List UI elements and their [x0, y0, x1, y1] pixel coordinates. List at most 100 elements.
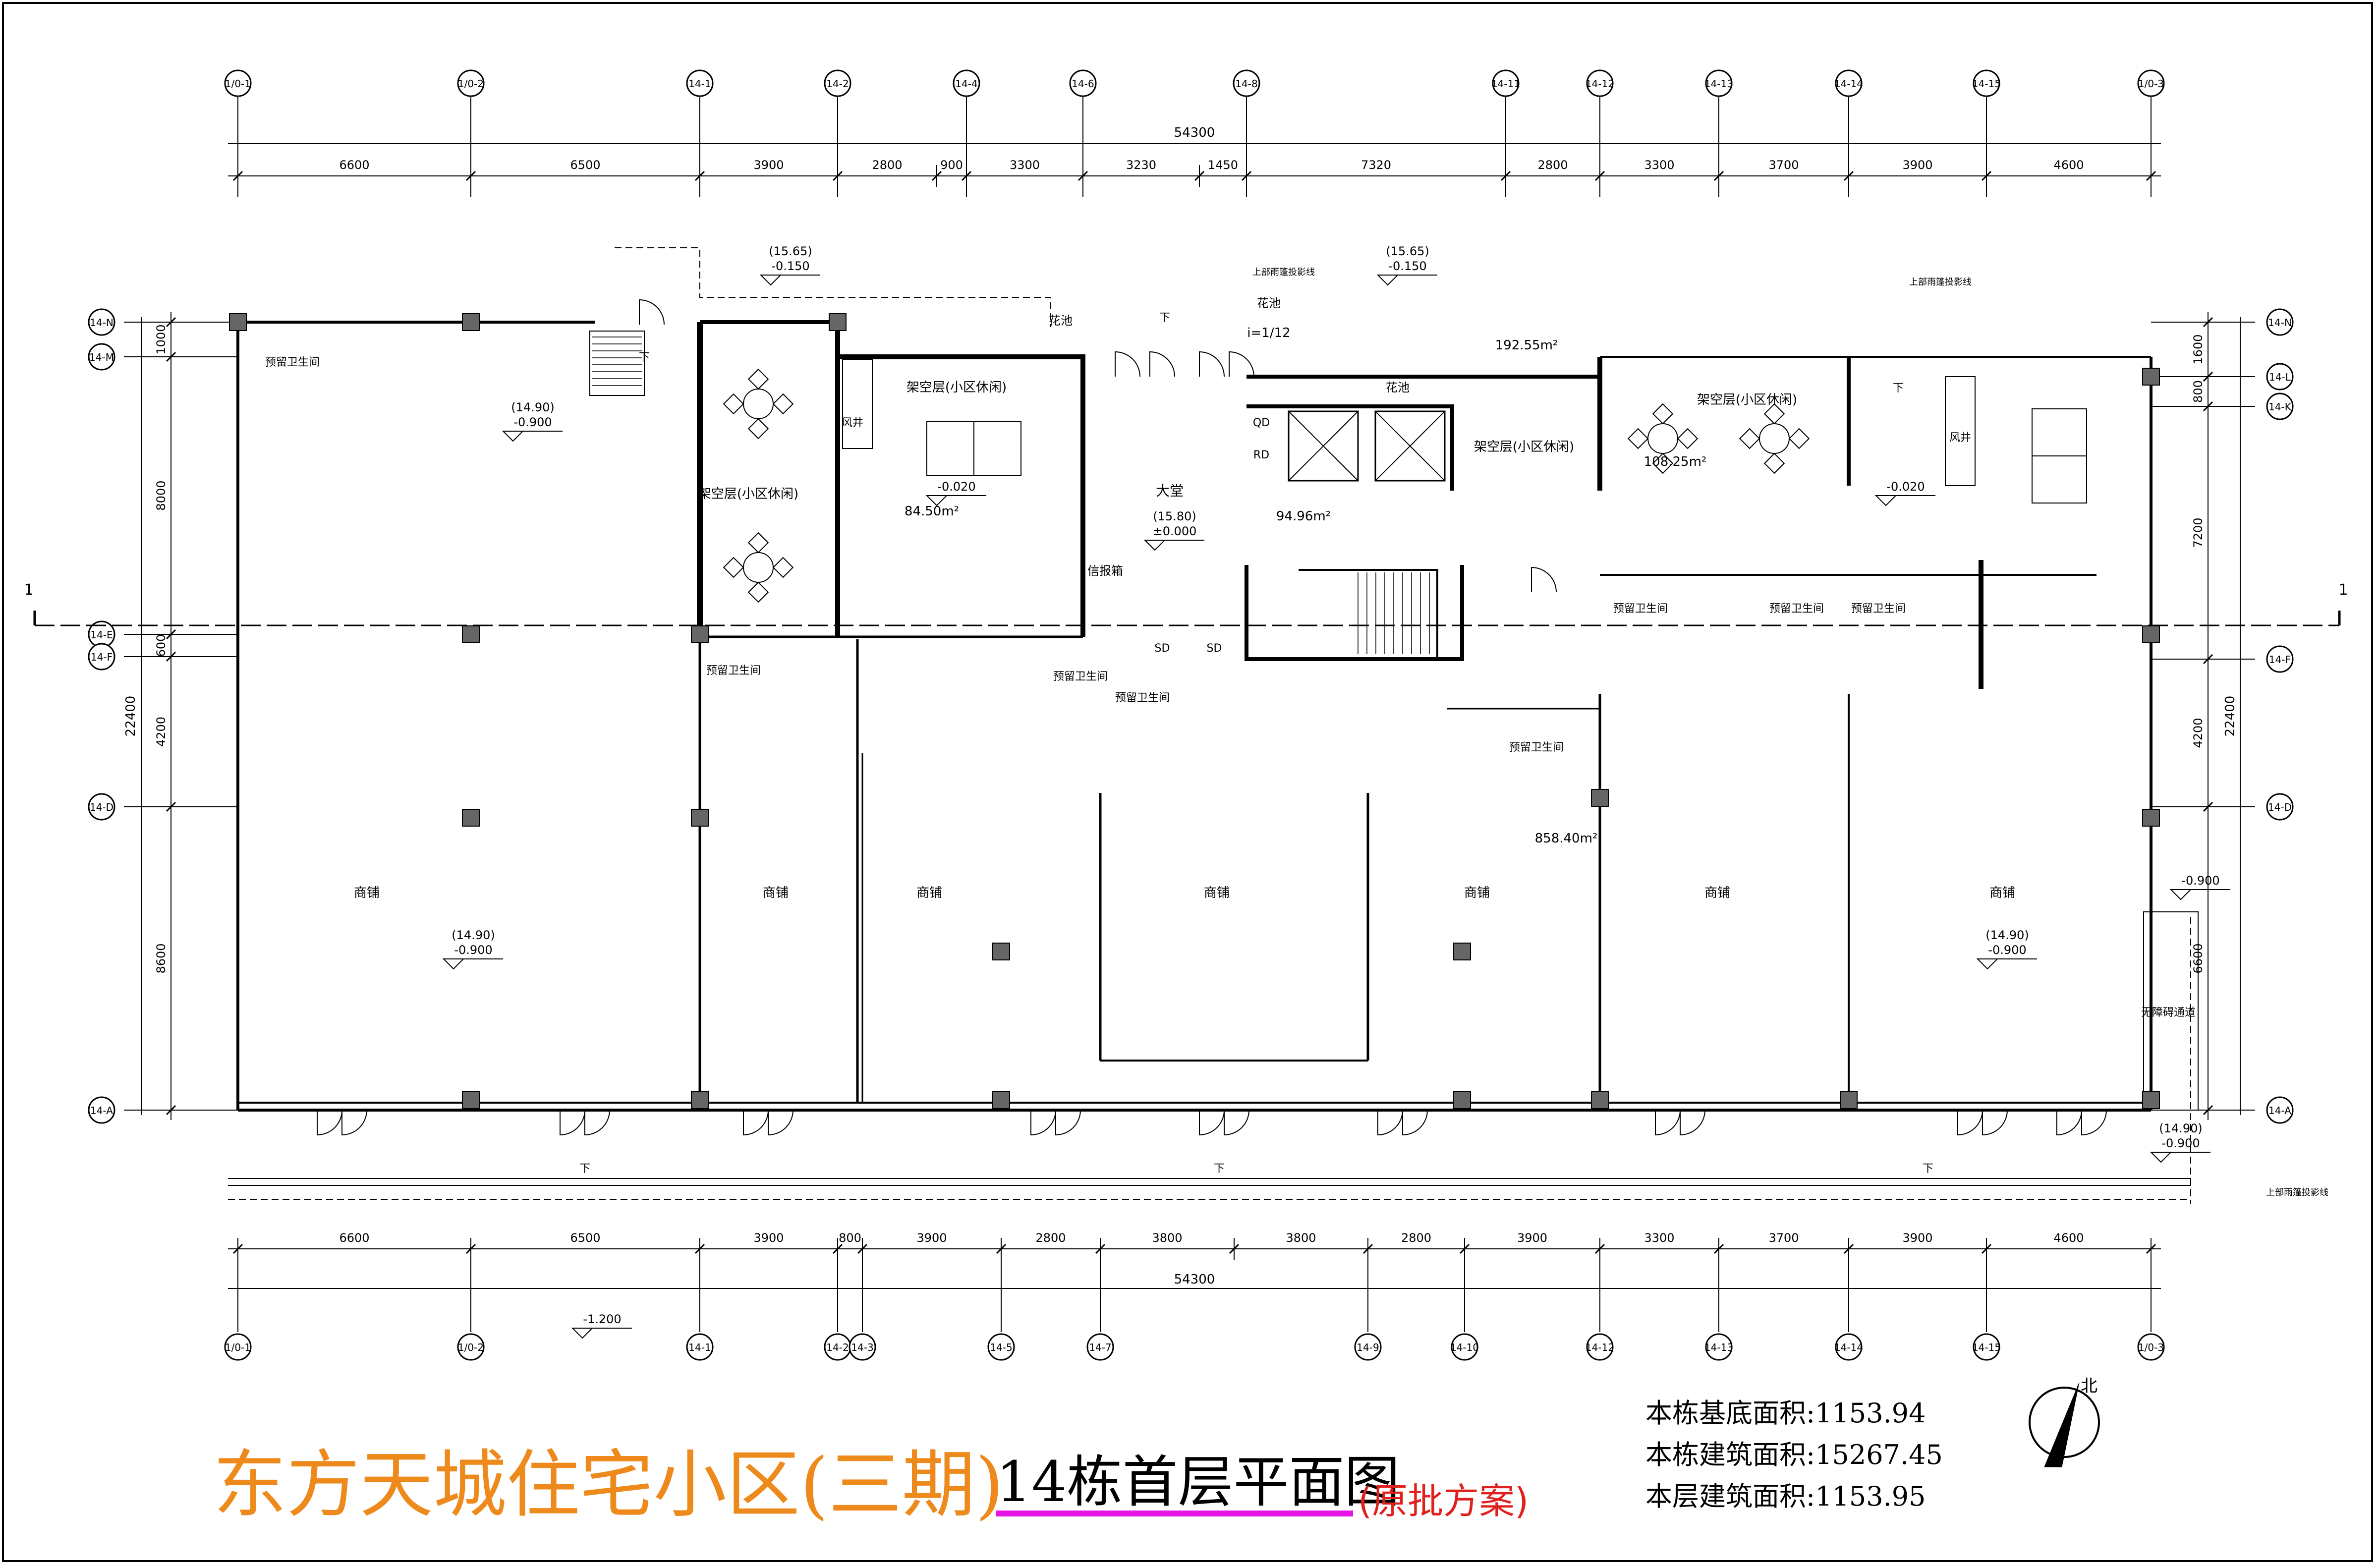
dim-left-text: 8000 — [154, 480, 168, 510]
door-shop — [1030, 1110, 1056, 1136]
column — [229, 313, 247, 331]
dim-left-text: 600 — [154, 634, 168, 657]
label-shop: 商铺 — [354, 886, 380, 900]
dim-tick — [1594, 170, 1605, 181]
door-shop — [1957, 1110, 1983, 1136]
elev-shop-b-triangle — [442, 958, 465, 970]
axis-top-bubble — [953, 69, 980, 97]
wall-core-north — [1246, 375, 1602, 491]
section-label-left: 1 — [24, 581, 33, 599]
elev-shop-b-rel: -0.900 — [454, 943, 492, 957]
dim-bottom-text: 3900 — [1517, 1231, 1547, 1245]
axis-bottom-label: 14-5 — [990, 1342, 1012, 1353]
axis-left-label: 14-E — [90, 629, 113, 641]
north-arrow-needle — [2044, 1382, 2080, 1467]
axis-bottom-label: 14-2 — [826, 1342, 849, 1353]
elev-shop-c-abs: (14.90) — [1985, 928, 2029, 942]
dim-tick — [1095, 1243, 1106, 1254]
label-reserved-wc: 预留卫生间 — [265, 356, 320, 369]
door-shop — [1199, 1110, 1225, 1136]
label-planter: 花池 — [1386, 381, 1410, 394]
dim-tick — [832, 170, 843, 181]
stat-building-area: 本栋建筑面积:15267.45 — [1645, 1434, 1943, 1476]
elevator-car — [1374, 410, 1446, 482]
dim-top-text: 3900 — [1902, 158, 1932, 172]
elev-pilotis-b-rel: -0.020 — [1886, 480, 1925, 494]
axis-top-label: 14-14 — [1834, 78, 1863, 90]
label-planter: 花池 — [1257, 296, 1281, 310]
axis-top-label: 14-6 — [1072, 78, 1094, 90]
stat-label: 本栋基底面积: — [1645, 1398, 1815, 1429]
dim-top-text: 900 — [940, 158, 963, 172]
label-sd: SD — [1207, 642, 1222, 655]
dim-bottom-text: 3900 — [753, 1231, 784, 1245]
table-set-chair — [1763, 452, 1785, 474]
label-pilotis: 架空层(小区休闲) — [1474, 440, 1574, 454]
elev-outdoor-abs: (14.90) — [2159, 1121, 2202, 1135]
axis-bottom-label: 14-12 — [1586, 1342, 1614, 1353]
door-lobby — [1199, 351, 1225, 377]
drawing-note: (原批方案) — [1358, 1480, 1529, 1522]
dim-tick — [1077, 170, 1088, 181]
dim-tick — [1843, 1243, 1854, 1254]
door-shop — [1680, 1110, 1705, 1136]
door-shop — [743, 1110, 769, 1136]
wall-elevator — [1246, 404, 1454, 491]
dim-left-text: 1000 — [154, 324, 168, 354]
dim-top-text: 2800 — [1537, 158, 1568, 172]
dim-bottom-text: 4600 — [2053, 1231, 2084, 1245]
door-shop — [1655, 1110, 1681, 1136]
axis-bottom-bubble — [224, 1333, 252, 1361]
dim-tick — [232, 1243, 243, 1254]
axis-right-bubble — [2266, 363, 2294, 391]
dim-bottom-text: 2800 — [1035, 1231, 1066, 1245]
dim-top-text: 3300 — [1010, 158, 1040, 172]
label-down: 下 — [639, 351, 650, 364]
axis-bottom-bubble — [987, 1333, 1015, 1361]
label-reserved-wc: 预留卫生间 — [1053, 671, 1108, 683]
axis-top-bubble — [1835, 69, 1863, 97]
dim-top-text: 1450 — [1208, 158, 1238, 172]
column — [1453, 943, 1471, 960]
table-set-chair — [1763, 403, 1785, 425]
label-area: 858.40m² — [1535, 831, 1598, 846]
label-reserved-wc: 预留卫生间 — [1509, 741, 1564, 754]
door-shop — [1982, 1110, 2008, 1136]
axis-left-bubble — [88, 793, 115, 821]
furniture — [723, 359, 2087, 603]
label-shaft: 风井 — [842, 417, 863, 429]
elev-shop-a-abs: (14.90) — [511, 400, 554, 414]
axis-right-label: 14-D — [2268, 801, 2292, 813]
dim-tick — [1229, 1243, 1240, 1254]
stat-floor-area: 本层建筑面积:1153.95 — [1645, 1476, 1943, 1517]
table-set-chair — [772, 557, 794, 578]
label-shop: 商铺 — [1464, 886, 1490, 900]
wall-stair-inner — [1299, 569, 1438, 659]
dim-tick — [2203, 317, 2213, 328]
elev-shop-c-triangle — [1976, 958, 1999, 970]
label-pilotis: 架空层(小区休闲) — [1697, 392, 1797, 407]
wall-stair — [1245, 565, 1464, 661]
axis-top-label: 14-13 — [1704, 78, 1733, 90]
dim-left-text: 4200 — [154, 717, 168, 747]
air-shaft-left — [842, 359, 873, 449]
canopy-dashed — [615, 247, 1051, 327]
axis-top-label: 14-8 — [1235, 78, 1257, 90]
stat-base-area: 本栋基底面积:1153.94 — [1645, 1393, 1943, 1434]
table-set-chair — [747, 418, 769, 440]
label-down: 下 — [579, 1163, 590, 1175]
elev-shop-b-abs: (14.90) — [452, 928, 495, 942]
label-rd: RD — [1253, 449, 1269, 461]
dim-tick — [694, 170, 705, 181]
room-labels: 商铺商铺商铺商铺商铺商铺商铺预留卫生间预留卫生间预留卫生间预留卫生间预留卫生间预… — [265, 244, 2328, 1467]
axis-left-label: 14-F — [91, 651, 113, 663]
column — [2142, 1091, 2160, 1109]
label-reserved-wc: 预留卫生间 — [1769, 603, 1824, 615]
column — [2142, 368, 2160, 386]
dim-right-text: 1600 — [2191, 334, 2205, 364]
column — [2142, 625, 2160, 643]
axis-right-label: 14-L — [2269, 371, 2291, 383]
axis-left-bubble — [88, 308, 115, 336]
dim-tick — [961, 170, 972, 181]
